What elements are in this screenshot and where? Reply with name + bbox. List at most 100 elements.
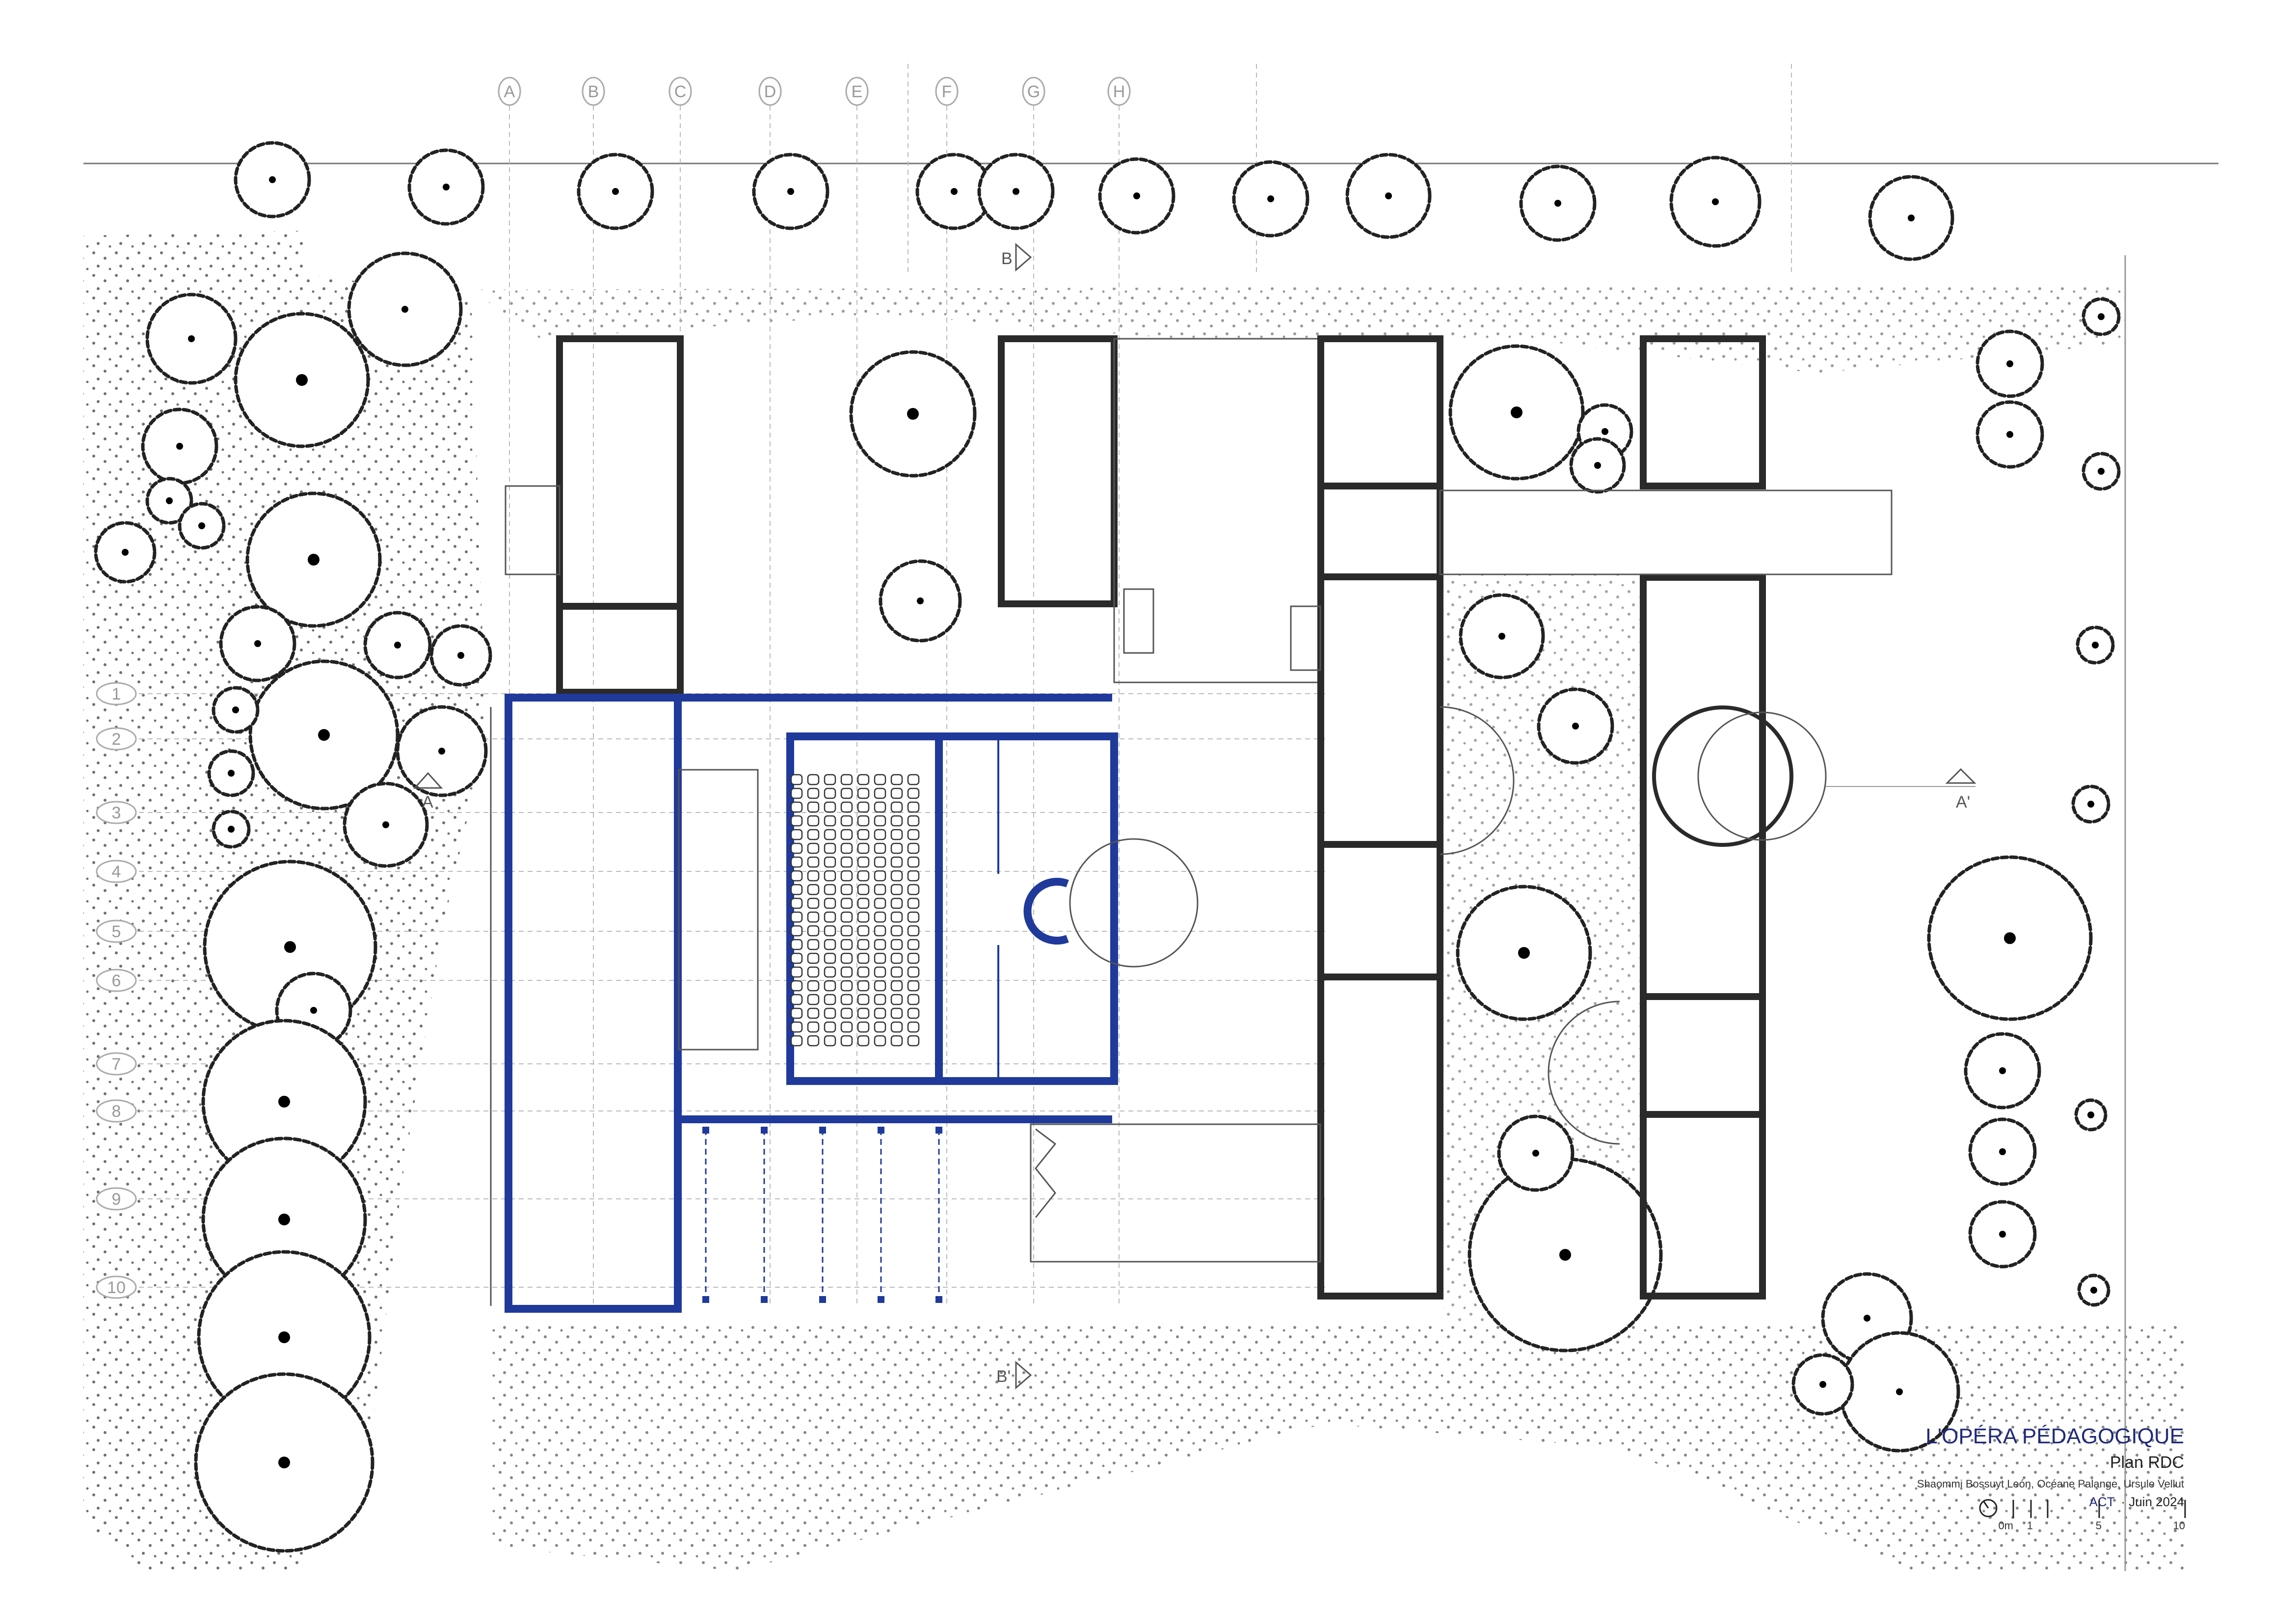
building-east-wing: [1439, 335, 1893, 1299]
seat: [874, 980, 886, 992]
tree-icon: [1519, 164, 1597, 242]
svg-text:B': B': [996, 1367, 1011, 1386]
tree-icon: [1232, 160, 1309, 238]
seat: [890, 925, 903, 937]
grid-column-e: E: [845, 77, 869, 106]
seat: [807, 925, 820, 937]
seat: [890, 994, 903, 1005]
seat: [874, 856, 886, 868]
tree-icon: [1345, 153, 1432, 239]
seat: [807, 911, 820, 923]
seat: [807, 842, 820, 854]
seat: [824, 774, 836, 785]
seat: [790, 1021, 803, 1033]
seat: [857, 1007, 870, 1019]
seat: [790, 911, 803, 923]
seat: [874, 1007, 886, 1019]
seat: [807, 939, 820, 950]
grid-column-a: A: [498, 77, 521, 106]
seat: [890, 870, 903, 882]
auditorium-seating: [790, 774, 920, 1047]
building-west-wing: [505, 335, 684, 696]
seat: [890, 1035, 903, 1047]
seat: [840, 815, 853, 827]
svg-text:A': A': [1956, 793, 1970, 812]
seat: [890, 829, 903, 840]
tree-icon: [1456, 885, 1592, 1021]
seat: [824, 1007, 836, 1019]
tree-icon: [212, 810, 251, 849]
stair: [1123, 588, 1154, 654]
svg-text:3: 3: [112, 804, 121, 822]
seat: [857, 801, 870, 813]
tree-icon: [212, 686, 260, 734]
column: [935, 1296, 942, 1303]
seat: [840, 939, 853, 950]
svg-text:A: A: [504, 82, 515, 101]
seat: [907, 925, 920, 937]
svg-text:2: 2: [112, 730, 121, 749]
svg-text:0m: 0m: [1998, 1519, 2013, 1532]
seat: [907, 829, 920, 840]
seat: [824, 884, 836, 895]
seat: [857, 911, 870, 923]
seat: [824, 842, 836, 854]
seat: [857, 870, 870, 882]
seat: [907, 897, 920, 909]
column: [878, 1296, 884, 1303]
seat: [840, 1021, 853, 1033]
seat: [857, 829, 870, 840]
hall-columns: [702, 1127, 942, 1303]
seat: [857, 787, 870, 799]
grid-column-c: C: [668, 77, 692, 106]
seat: [790, 966, 803, 978]
building-north-wing: [998, 335, 1321, 683]
tree-icon: [1537, 687, 1614, 765]
seat: [807, 787, 820, 799]
seat: [824, 829, 836, 840]
stair: [1290, 605, 1321, 671]
seat: [790, 939, 803, 950]
seat: [824, 870, 836, 882]
seat: [890, 1021, 903, 1033]
tree-icon: [234, 141, 311, 218]
seat: [790, 925, 803, 937]
grid-row-3: 3: [96, 801, 137, 824]
tree-icon: [248, 659, 400, 811]
restroom-block: [505, 485, 561, 575]
seat: [907, 980, 920, 992]
svg-text:B: B: [1001, 249, 1013, 268]
seat: [840, 856, 853, 868]
tree-icon: [207, 749, 255, 797]
seat: [874, 1021, 886, 1033]
tree-icon: [1459, 593, 1545, 679]
tree-icon: [2077, 1273, 2110, 1307]
seat: [907, 1007, 920, 1019]
seat: [890, 774, 903, 785]
tree-icon: [1669, 156, 1762, 248]
svg-text:C: C: [674, 82, 687, 101]
seat: [807, 1007, 820, 1019]
seat: [890, 842, 903, 854]
column: [761, 1296, 768, 1303]
project-title: L'OPÉRA PÉDAGOGIQUE: [1925, 1424, 2184, 1448]
seat: [907, 952, 920, 964]
tree-icon: [1569, 437, 1626, 494]
tree-icon: [849, 350, 977, 478]
seat: [824, 980, 836, 992]
tree-icon: [234, 312, 370, 448]
seat: [790, 815, 803, 827]
seat: [874, 939, 886, 950]
seat: [907, 1035, 920, 1047]
tree-icon: [194, 1372, 374, 1553]
tree-icon: [1976, 400, 2044, 469]
seat: [807, 829, 820, 840]
seat: [857, 994, 870, 1005]
tree-icon: [1791, 1353, 1854, 1416]
tree-icon: [396, 705, 488, 797]
seat: [857, 897, 870, 909]
seat: [840, 911, 853, 923]
seat: [807, 856, 820, 868]
